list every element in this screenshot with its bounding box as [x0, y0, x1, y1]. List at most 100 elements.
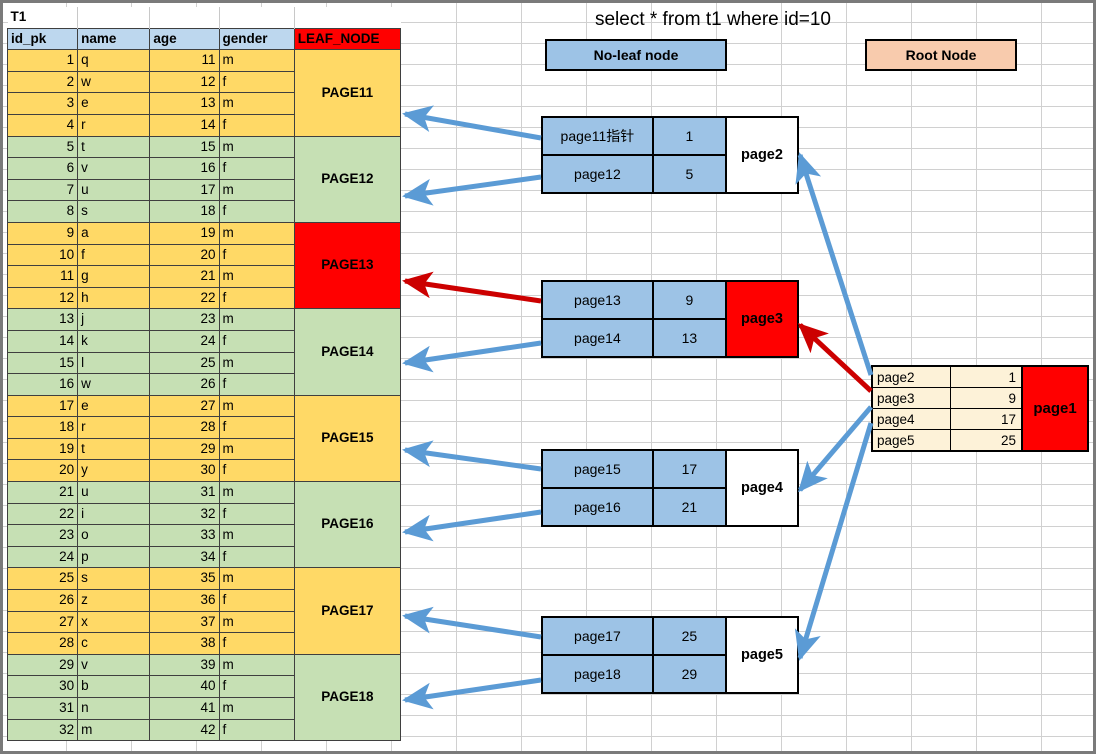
t1-cell-age: 31 [149, 481, 220, 504]
leaf-page-page14[interactable]: PAGE14 [293, 308, 402, 396]
t1-cell-age: 27 [149, 394, 220, 418]
root-entry-key: 9 [951, 388, 1021, 408]
root-entry-pointer: page3 [873, 388, 951, 408]
t1-cell-age: 12 [149, 70, 220, 94]
t1-cell-name: u [77, 178, 151, 202]
t1-cell-age: 22 [149, 286, 220, 310]
t1-cell-gender: m [218, 92, 295, 115]
nonleaf-entry-key: 1 [653, 118, 725, 154]
t1-cell-name: j [77, 308, 151, 331]
t1-cell-id_pk: 22 [6, 502, 79, 526]
t1-column-header-name: name [77, 27, 151, 51]
nonleaf-entry-pointer: page14 [543, 320, 654, 356]
t1-title-spacer [77, 7, 150, 29]
t1-cell-id_pk: 17 [6, 394, 79, 418]
leaf-page-page16[interactable]: PAGE16 [293, 481, 402, 569]
t1-cell-name: m [77, 718, 151, 742]
t1-cell-age: 36 [149, 589, 220, 612]
nonleaf-entry-pointer: page15 [543, 451, 654, 487]
t1-cell-gender: m [218, 394, 295, 418]
t1-cell-id_pk: 21 [6, 481, 79, 504]
t1-title-spacer [293, 7, 401, 29]
t1-cell-gender: f [218, 459, 295, 483]
t1-cell-gender: m [218, 653, 295, 677]
t1-cell-id_pk: 4 [6, 113, 79, 137]
t1-cell-name: x [77, 610, 151, 634]
t1-cell-gender: m [218, 524, 295, 547]
t1-cell-name: b [77, 675, 151, 698]
leaf-page-page11[interactable]: PAGE11 [293, 49, 402, 137]
leaf-page-page18[interactable]: PAGE18 [293, 653, 402, 742]
t1-cell-gender: f [218, 329, 295, 353]
t1-cell-name: v [77, 157, 151, 180]
leaf-page-page12[interactable]: PAGE12 [293, 135, 402, 223]
leaf-page-page17[interactable]: PAGE17 [293, 567, 402, 655]
t1-cell-id_pk: 18 [6, 416, 79, 439]
t1-cell-gender: m [218, 308, 295, 331]
leaf-page-page13[interactable]: PAGE13 [293, 221, 402, 310]
t1-cell-age: 26 [149, 373, 220, 396]
t1-cell-gender: f [218, 675, 295, 698]
root-entry-pointer: page5 [873, 430, 951, 450]
t1-cell-age: 18 [149, 200, 220, 223]
t1-cell-gender: m [218, 610, 295, 634]
t1-column-header-gender: gender [218, 27, 295, 51]
leaf-page-page15[interactable]: PAGE15 [293, 394, 402, 483]
t1-cell-name: w [77, 70, 151, 94]
t1-column-header-age: age [149, 27, 220, 51]
root-entry-key: 1 [951, 367, 1021, 387]
nonleaf-entry-pointer: page12 [543, 156, 654, 192]
t1-cell-id_pk: 16 [6, 373, 79, 396]
t1-cell-gender: m [218, 437, 295, 461]
page-title: select * from t1 where id=10 [594, 9, 832, 30]
t1-cell-id_pk: 20 [6, 459, 79, 483]
